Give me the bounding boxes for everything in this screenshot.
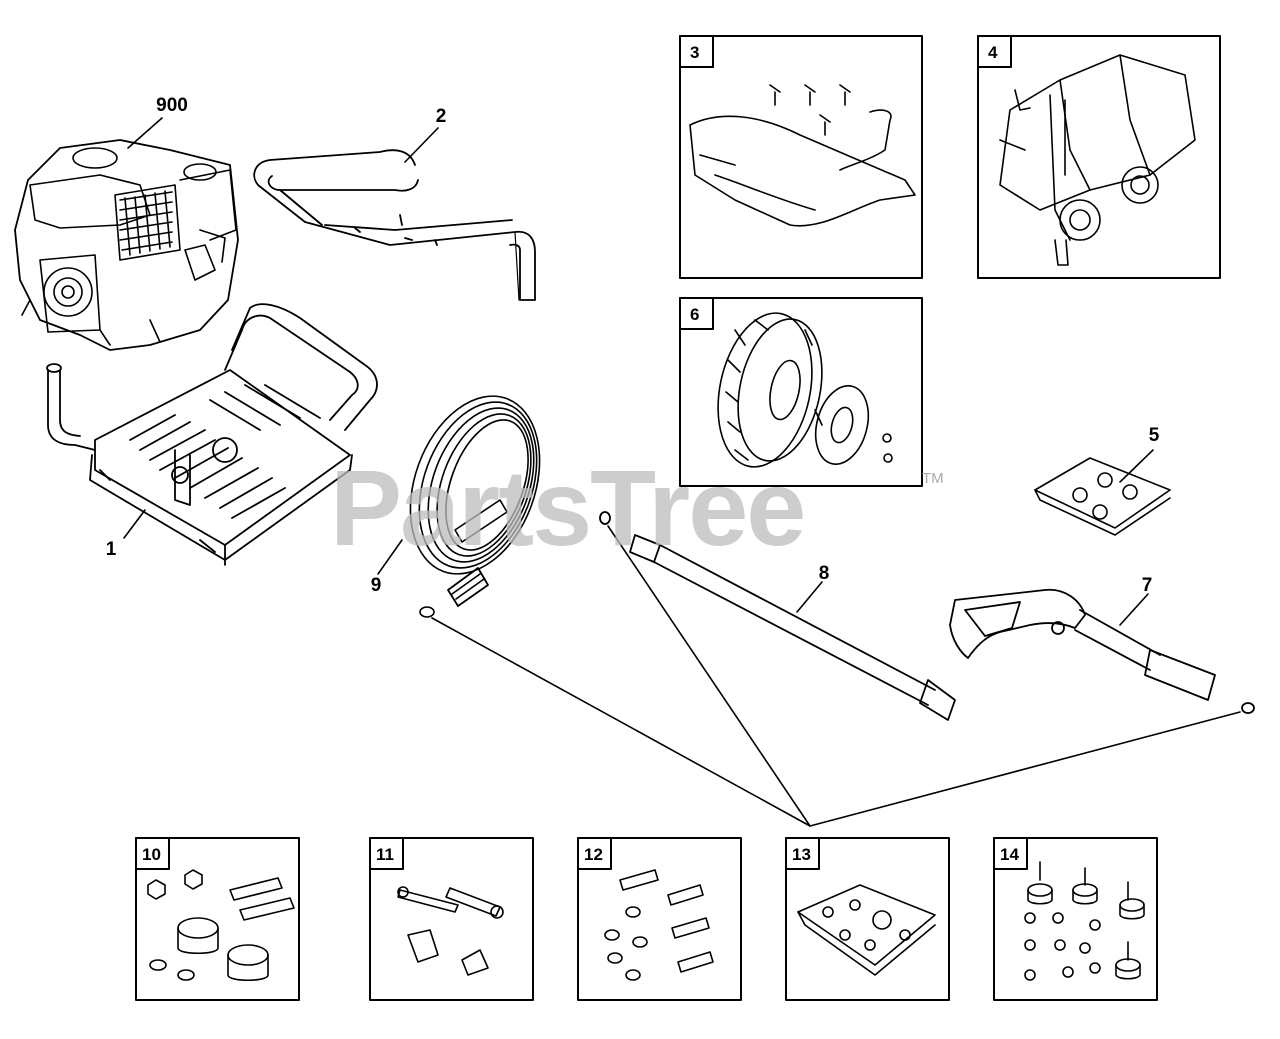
trademark-mark: TM [922, 470, 944, 487]
box-10-number: 10 [142, 845, 161, 864]
callout-frame: 1 [105, 539, 117, 560]
box-13[interactable] [785, 837, 950, 1001]
box-12[interactable] [577, 837, 742, 1001]
box-14[interactable] [993, 837, 1158, 1001]
box-14-number: 14 [1000, 845, 1019, 864]
box-11-number: 11 [376, 845, 394, 864]
box-10[interactable] [135, 837, 300, 1001]
gun-7[interactable] [949, 588, 1255, 714]
engine-900[interactable] [14, 139, 239, 351]
partstree-watermark: PartsTree [330, 447, 806, 568]
frame-1[interactable] [46, 303, 378, 566]
box-6[interactable] [679, 297, 923, 487]
callout-engine: 900 [156, 95, 188, 116]
box-12-number: 12 [584, 845, 603, 864]
leader-lines [123, 117, 1241, 827]
o-ring-left [419, 606, 435, 618]
box-4-number: 4 [988, 43, 998, 62]
wand-8[interactable] [599, 511, 956, 721]
callout-wand: 8 [818, 563, 830, 584]
box-13-number: 13 [792, 845, 811, 864]
box-3[interactable] [679, 35, 923, 279]
callout-gun: 7 [1141, 575, 1153, 596]
box-11[interactable] [369, 837, 534, 1001]
callout-nozzle-pack: 5 [1148, 425, 1160, 446]
box-3-number: 3 [690, 43, 699, 62]
box-6-number: 6 [690, 305, 699, 324]
callout-hose: 9 [370, 575, 382, 596]
handle-2[interactable] [253, 149, 536, 301]
callout-handle: 2 [435, 106, 447, 127]
hose-9[interactable] [387, 378, 563, 607]
nozzle-pack-5[interactable] [1034, 457, 1171, 536]
box-4[interactable] [977, 35, 1221, 279]
